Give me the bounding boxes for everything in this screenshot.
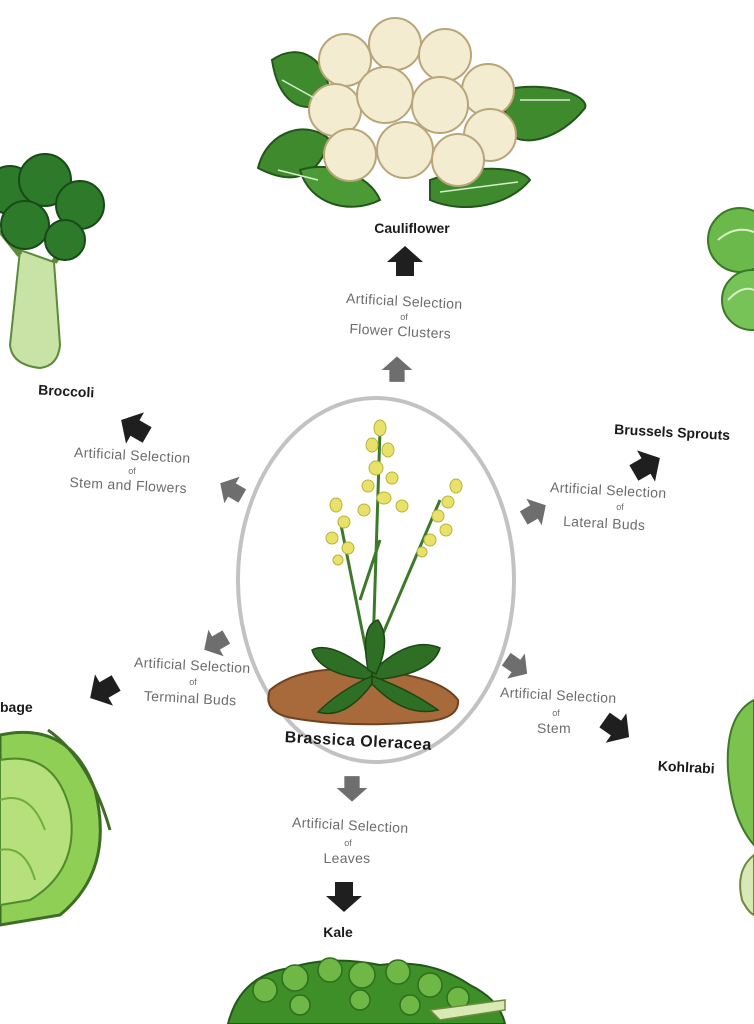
brussels-selection-trait: Lateral Buds bbox=[563, 513, 646, 533]
kale-selection-of: of bbox=[344, 838, 352, 848]
kale-label: Kale bbox=[323, 924, 353, 940]
brussels-light-arrow bbox=[516, 492, 553, 531]
kohlrabi-dark-arrow bbox=[594, 705, 639, 752]
brussels-selection-of: of bbox=[616, 502, 624, 512]
kohlrabi-selection-of: of bbox=[552, 708, 560, 718]
cauliflower-selection-of: of bbox=[400, 312, 408, 322]
broccoli-light-arrow bbox=[213, 470, 250, 509]
kale-selection-trait: Leaves bbox=[324, 850, 371, 866]
kohlrabi-icon bbox=[728, 700, 754, 915]
cauliflower-icon bbox=[258, 18, 585, 207]
cauliflower-selection-line1: Artificial Selection bbox=[346, 290, 463, 312]
center-group: Brassica Oleracea bbox=[238, 398, 514, 762]
cauliflower-dark-arrow bbox=[387, 246, 423, 276]
cabbage-selection-trait: Terminal Buds bbox=[144, 688, 237, 709]
broccoli-icon bbox=[0, 154, 104, 368]
kohlrabi-selection-trait: Stem bbox=[537, 720, 571, 736]
kale-light-arrow bbox=[337, 776, 368, 802]
kale-icon bbox=[228, 958, 505, 1024]
brussels-selection-line1: Artificial Selection bbox=[550, 479, 667, 501]
cabbage-selection-of: of bbox=[189, 677, 197, 687]
broccoli-selection-of: of bbox=[128, 466, 136, 476]
broccoli-label: Broccoli bbox=[38, 382, 95, 401]
cauliflower-selection-trait: Flower Clusters bbox=[349, 320, 451, 341]
brussels-sprouts-icon bbox=[708, 208, 754, 330]
wild-mustard-plant-icon bbox=[268, 420, 462, 724]
center-label: Brassica Oleracea bbox=[284, 729, 432, 754]
broccoli-dark-arrow bbox=[112, 404, 156, 450]
brussels-dark-arrow bbox=[625, 442, 669, 488]
cabbage-icon bbox=[0, 730, 110, 925]
cabbage-label: bage bbox=[0, 699, 33, 715]
broccoli-selection-trait: Stem and Flowers bbox=[69, 474, 187, 496]
cauliflower-label: Cauliflower bbox=[374, 220, 450, 236]
brussels-sprouts-label: Brussels Sprouts bbox=[614, 421, 731, 443]
kohlrabi-label: Kohlrabi bbox=[657, 758, 715, 777]
broccoli-selection-line1: Artificial Selection bbox=[74, 444, 191, 466]
kohlrabi-selection-line1: Artificial Selection bbox=[500, 684, 617, 706]
kale-selection-line1: Artificial Selection bbox=[292, 814, 409, 836]
cabbage-dark-arrow bbox=[81, 667, 125, 713]
cabbage-selection-line1: Artificial Selection bbox=[134, 654, 251, 676]
cauliflower-light-arrow bbox=[382, 356, 413, 382]
kale-dark-arrow bbox=[326, 882, 362, 912]
